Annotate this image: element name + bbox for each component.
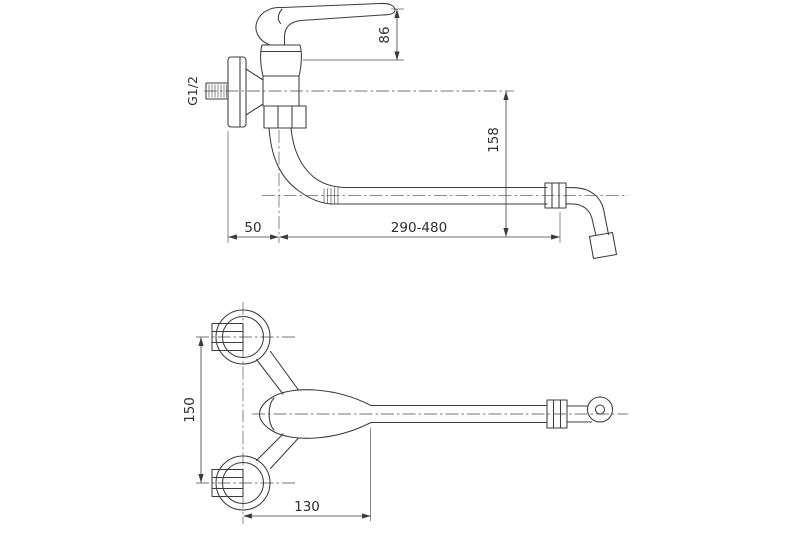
plan-view-dimensions: 150 130	[182, 337, 371, 521]
spout-pipe	[268, 127, 618, 260]
wall-mount-bottom	[211, 455, 271, 511]
side-view-dimensions: G1/2 86 158 50 290-480	[185, 8, 561, 243]
dim-label-150: 150	[182, 397, 198, 423]
aerator-tip	[588, 231, 618, 260]
swivel-nut	[263, 105, 307, 129]
lever-handle	[255, 2, 396, 46]
plan-view-centerlines	[196, 302, 628, 524]
wall-mount-top	[211, 309, 271, 365]
plan-spout-nut	[546, 399, 568, 429]
mixer-body	[255, 350, 372, 470]
dim-label-50: 50	[244, 220, 261, 236]
plan-view: 150 130	[182, 302, 628, 524]
side-view: G1/2 86 158 50 290-480	[185, 2, 628, 260]
plan-spout	[370, 396, 614, 429]
side-view-centerlines	[204, 90, 628, 243]
dim-label-130: 130	[294, 499, 320, 515]
dim-label-86: 86	[377, 26, 393, 43]
spout-outlet-end	[586, 396, 614, 423]
faucet-body	[260, 44, 302, 107]
thread-size-label: G1/2	[185, 76, 200, 106]
wall-escutcheon	[227, 56, 264, 128]
dim-label-290-480: 290-480	[391, 220, 447, 236]
dim-label-158: 158	[486, 127, 502, 153]
